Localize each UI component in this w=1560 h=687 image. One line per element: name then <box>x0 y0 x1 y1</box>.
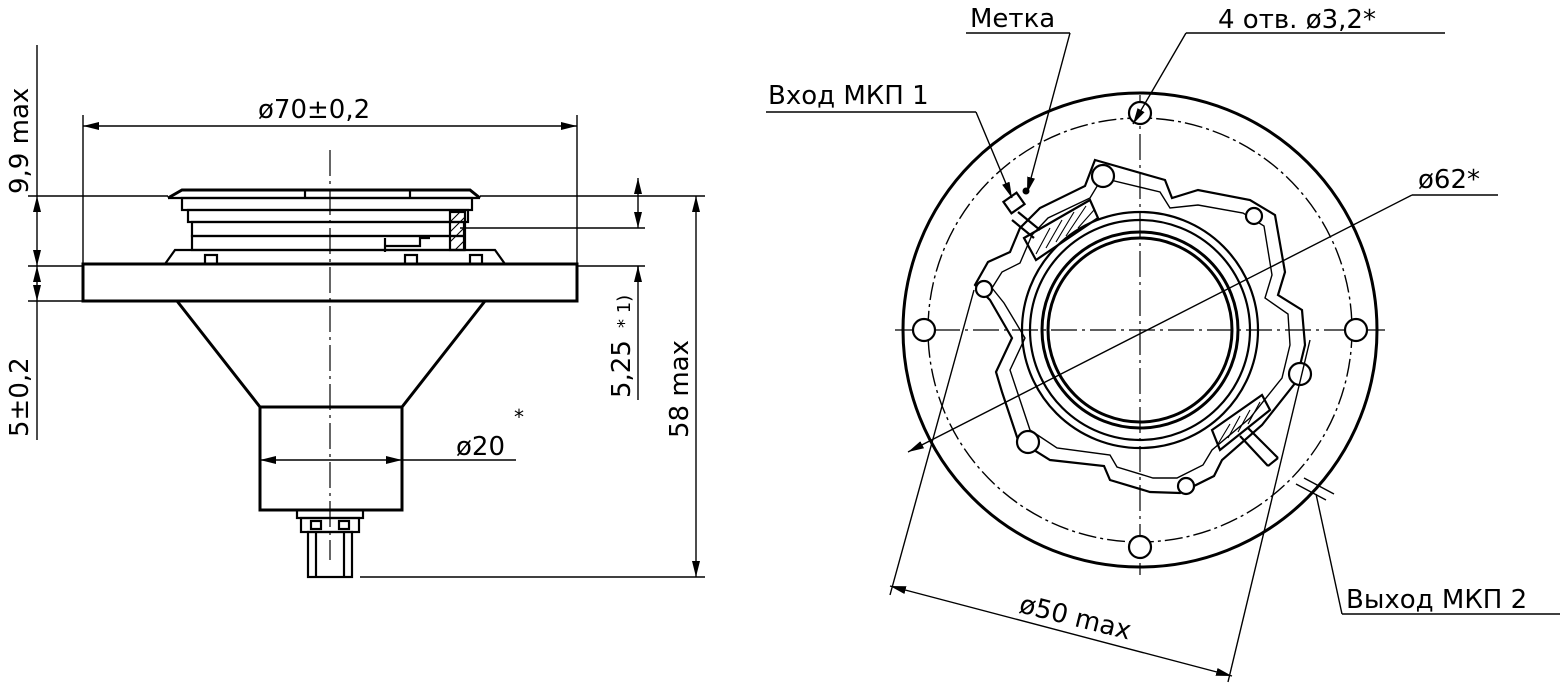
label-mark: Метка <box>970 4 1055 34</box>
mcp-ring-active <box>1046 236 1234 424</box>
dim-58: 58 max <box>665 340 695 438</box>
side-view: ø70±0,2 9,9 max 5±0,2 5,25 * 1) 58 max ø… <box>5 45 705 579</box>
dim-diameter-62: ø62* <box>1418 165 1480 195</box>
dim-5-25: 5,25 <box>607 340 637 398</box>
contact-pad-1 <box>1022 198 1100 262</box>
label-input: Вход МКП 1 <box>768 81 929 111</box>
mcp-ring-3 <box>1040 230 1240 430</box>
label-holes: 4 отв. ø3,2* <box>1218 5 1376 35</box>
dim-diameter-50: ø50 max <box>1016 590 1134 647</box>
cone <box>175 300 487 409</box>
cylinder <box>258 405 404 512</box>
mounting-holes <box>911 100 1369 560</box>
label-output: Выход МКП 2 <box>1346 585 1527 615</box>
top-view: ø62* ø50 max Метка 4 отв. ø3,2* Вход МКП… <box>766 4 1560 683</box>
mcp-ring-2 <box>1028 218 1252 442</box>
mcp-ring-outer <box>1020 210 1260 450</box>
dim-diameter-20: ø20 <box>456 432 505 462</box>
dim-diameter-70: ø70±0,2 <box>258 95 370 125</box>
dim-diameter-20-mark: * <box>514 405 524 429</box>
detector-body <box>164 188 506 266</box>
plate-screws <box>974 163 1313 496</box>
dim-5-25-mark: * 1) <box>614 295 635 328</box>
dim-height-9-9: 9,9 max <box>5 88 35 194</box>
contact-pad-2 <box>1210 393 1272 452</box>
mcp-plate <box>973 158 1307 495</box>
connector <box>295 508 365 579</box>
mcp-plate-inner <box>991 177 1291 479</box>
output-lead <box>1239 427 1279 467</box>
flange <box>81 262 579 303</box>
dim-5: 5±0,2 <box>5 357 35 437</box>
